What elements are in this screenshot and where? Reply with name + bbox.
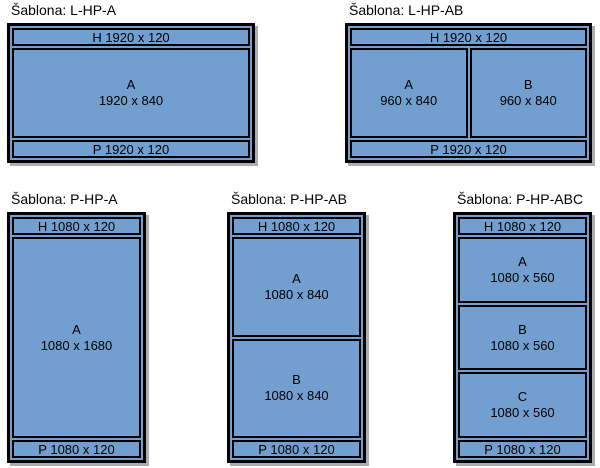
region-size-label: 1080 x 560	[490, 269, 555, 285]
regions-container: A 1080 x 560 B 1080 x 560 C 1080 x 560	[458, 237, 587, 439]
region-name-label: B	[523, 77, 533, 92]
header-label: H 1920 x 120	[429, 29, 508, 45]
regions-container: A 1080 x 1680	[12, 237, 141, 438]
region-name-label: A	[126, 77, 136, 92]
region-size-label: 1080 x 560	[490, 405, 555, 421]
header-label: H 1080 x 120	[257, 218, 336, 234]
footer-label: P 1920 x 120	[430, 141, 507, 157]
template-l-hp-ab: Šablona: L-HP-AB H 1920 x 120 A 960 x 84…	[345, 3, 592, 163]
footer-label: P 1920 x 120	[92, 141, 170, 157]
footer-bar: P 1080 x 120	[12, 440, 141, 458]
region-a: A 1080 x 1680	[12, 237, 141, 438]
footer-bar: P 1080 x 120	[458, 440, 587, 458]
region-b: B 1080 x 840	[232, 338, 361, 438]
region-size-label: 960 x 840	[380, 93, 438, 108]
template-title: Šablona: L-HP-A	[11, 2, 117, 18]
template-frame: H 1080 x 120 A 1080 x 560 B 1080 x 560 C…	[453, 212, 592, 463]
template-title: Šablona: L-HP-AB	[349, 2, 464, 18]
region-name-label: A	[292, 270, 301, 286]
header-bar: H 1080 x 120	[458, 217, 587, 235]
region-size-label: 1080 x 840	[264, 388, 329, 404]
footer-bar: P 1080 x 120	[232, 440, 361, 458]
template-l-hp-a: Šablona: L-HP-A H 1920 x 120 A 1920 x 84…	[7, 3, 255, 163]
regions-container: A 1920 x 840	[12, 48, 250, 138]
header-label: H 1920 x 120	[92, 29, 170, 45]
header-bar: H 1920 x 120	[350, 28, 587, 46]
header-bar: H 1080 x 120	[232, 217, 361, 235]
template-frame: H 1080 x 120 A 1080 x 840 B 1080 x 840 P…	[227, 212, 366, 463]
region-a: A 1080 x 840	[232, 237, 361, 337]
footer-bar: P 1920 x 120	[350, 140, 587, 158]
region-name-label: A	[404, 77, 414, 92]
header-bar: H 1080 x 120	[12, 217, 141, 235]
header-label: H 1080 x 120	[37, 218, 116, 234]
region-name-label: A	[72, 321, 81, 337]
template-frame: H 1080 x 120 A 1080 x 1680 P 1080 x 120	[7, 212, 146, 463]
region-size-label: 960 x 840	[499, 93, 557, 108]
region-a: A 1080 x 560	[458, 237, 587, 303]
region-name-label: A	[518, 253, 527, 269]
region-b: B 1080 x 560	[458, 304, 587, 371]
region-size-label: 1080 x 840	[264, 286, 329, 302]
header-label: H 1080 x 120	[483, 218, 562, 234]
template-frame: H 1920 x 120 A 1920 x 840 P 1920 x 120	[7, 23, 255, 163]
footer-label: P 1080 x 120	[484, 441, 561, 457]
region-name-label: B	[292, 372, 301, 388]
region-c: C 1080 x 560	[458, 372, 587, 439]
regions-container: A 1080 x 840 B 1080 x 840	[232, 237, 361, 438]
template-p-hp-a: Šablona: P-HP-A H 1080 x 120 A 1080 x 16…	[7, 192, 146, 463]
region-a: A 960 x 840	[350, 48, 468, 138]
template-p-hp-abc: Šablona: P-HP-ABC H 1080 x 120 A 1080 x …	[453, 192, 592, 463]
regions-container: A 960 x 840 B 960 x 840	[350, 48, 587, 138]
region-size-label: 1080 x 560	[490, 337, 555, 353]
template-p-hp-ab: Šablona: P-HP-AB H 1080 x 120 A 1080 x 8…	[227, 192, 366, 463]
header-bar: H 1920 x 120	[12, 28, 250, 46]
region-size-label: 1080 x 1680	[40, 337, 113, 353]
template-title: Šablona: P-HP-A	[11, 191, 118, 207]
region-a: A 1920 x 840	[12, 48, 250, 138]
region-name-label: B	[518, 321, 527, 337]
footer-label: P 1080 x 120	[258, 441, 335, 457]
template-frame: H 1920 x 120 A 960 x 840 B 960 x 840 P 1…	[345, 23, 592, 163]
region-name-label: C	[517, 389, 528, 405]
footer-bar: P 1920 x 120	[12, 140, 250, 158]
template-title: Šablona: P-HP-AB	[231, 191, 347, 207]
region-b: B 960 x 840	[469, 48, 587, 138]
template-title: Šablona: P-HP-ABC	[457, 191, 584, 207]
footer-label: P 1080 x 120	[38, 441, 115, 457]
region-size-label: 1920 x 840	[98, 93, 164, 108]
